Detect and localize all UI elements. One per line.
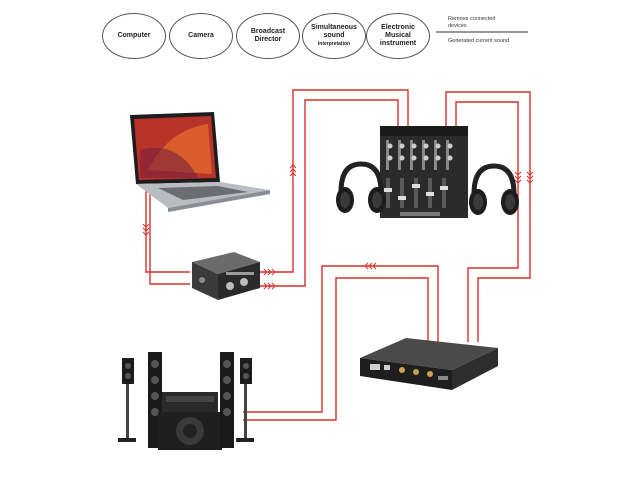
cables [145,89,531,421]
legend-computer-label: Computer [117,32,151,39]
legend-broadcast-label-1: Broadcast [250,28,286,35]
legend-simul-label-2: sound [323,32,345,39]
legend-broadcast-label-2: Director [254,36,282,43]
di-box-icon [192,252,260,300]
headphones-icon-right [469,163,519,215]
cable-di-mixer-1 [258,89,409,273]
legend-broadcast-director: Broadcast Director [236,13,300,59]
cable-laptop-di [145,190,190,273]
legend-electronic-instrument: Electronic Musical instrument [366,13,430,59]
arrow-right-down [514,171,522,184]
arrow-left-middle [364,262,377,270]
legend-instrument-label-3: instrument [379,40,417,47]
headphones-icon-left [336,161,386,213]
legend-camera: Camera [169,13,233,59]
arrow-laptop-cable [142,223,150,236]
cable-mixer-converter-1 [445,91,531,342]
laptop-icon [130,112,270,212]
key-remove-text-a: Remove connected [448,16,496,22]
arrow-di-right [263,268,276,276]
arrow-di-right-2 [263,282,276,290]
legend-instrument-label-2: Musical [385,32,411,39]
home-theater-speakers-icon [118,352,254,450]
cable-converter-loop-1 [243,265,439,413]
key-generated-text: Generated current sound [448,38,510,44]
audio-converter-box-icon [360,338,498,390]
cable-mixer-converter-2 [455,101,519,342]
legend-simultaneous-interpretation: Simultaneous sound Interpretation [302,13,366,59]
cable-converter-loop-2 [243,277,429,421]
key-remove-text-b: devices [448,23,467,29]
legend-simul-label-3: Interpretation [317,41,351,47]
legend-simul-label-1: Simultaneous [311,24,357,31]
audio-mixer-icon [380,126,468,218]
cable-di-mixer-2 [258,99,399,287]
legend-computer: Computer [102,13,166,59]
arrow-up-mixer [289,164,297,177]
arrow-right-down-2 [526,171,534,184]
legend-instrument-label-1: Electronic [381,24,415,31]
cable-arrows [142,164,534,290]
cable-laptop-di-2 [149,190,190,285]
legend-camera-label: Camera [188,32,214,39]
